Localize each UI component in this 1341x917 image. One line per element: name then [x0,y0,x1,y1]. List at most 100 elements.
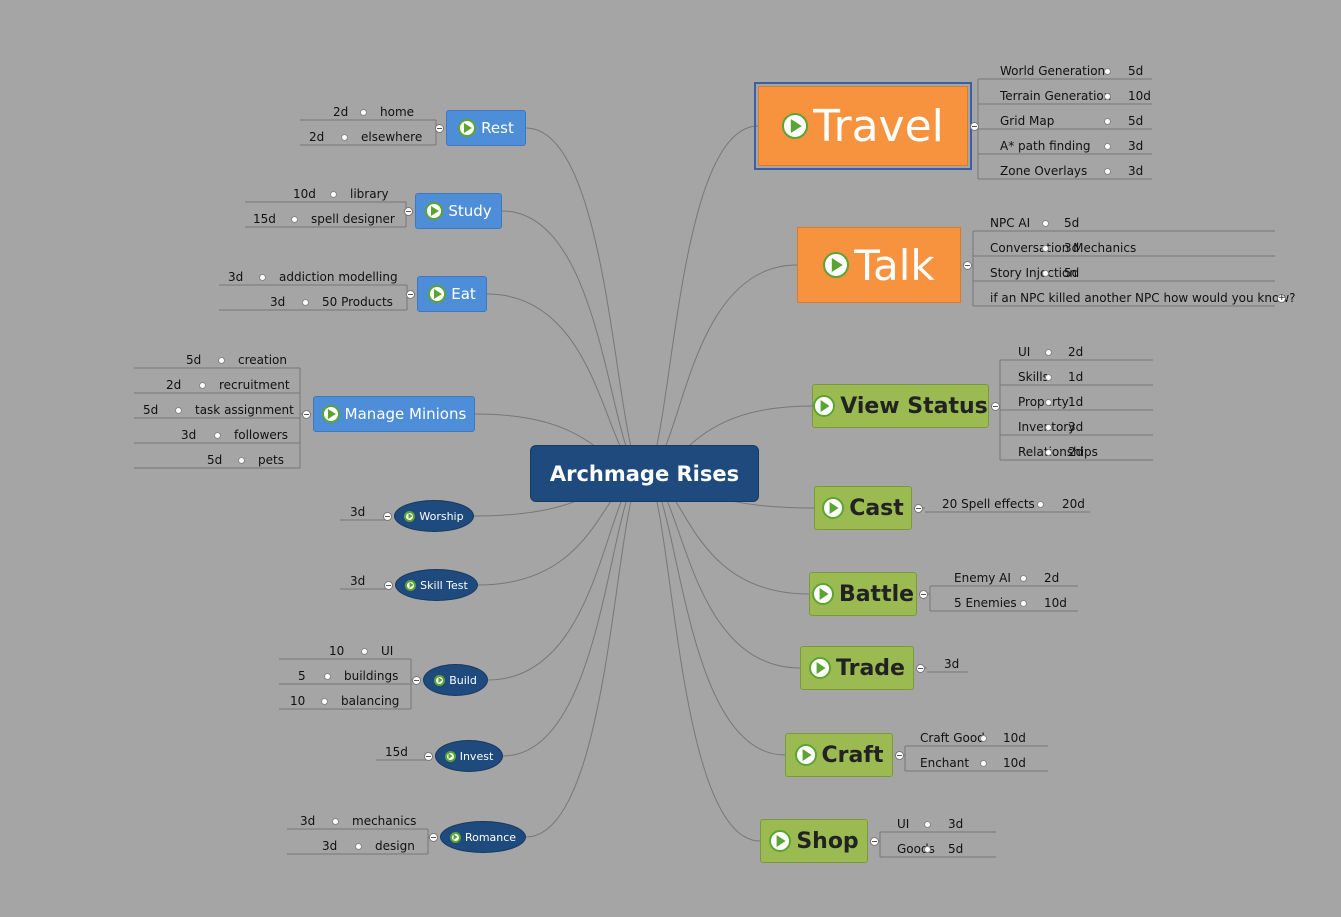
child-cost: 3d [322,839,338,853]
child-cost: 3d [270,295,286,309]
child-cost: 3d [181,428,197,442]
branch-connector [643,125,759,474]
child-cost: 3d [228,270,244,284]
play-icon[interactable] [822,497,845,519]
child-text: addiction modelling [279,270,398,284]
child-cost: 2d [333,105,349,119]
child-cost: 1d [1068,370,1084,384]
marker-dot-icon [980,760,987,767]
collapse-toggle-icon[interactable] [424,752,433,761]
play-icon[interactable] [434,674,446,686]
play-icon[interactable] [458,119,477,137]
play-icon[interactable] [404,510,416,522]
child-text: Relationships [1018,445,1098,459]
topic-craft[interactable]: Craft [785,733,893,777]
topic-label: Build [449,673,477,687]
play-icon[interactable] [823,252,850,278]
marker-dot-icon [259,274,266,281]
collapse-toggle-icon[interactable] [916,664,925,673]
topic-cast[interactable]: Cast [814,486,912,530]
collapse-toggle-icon[interactable] [991,402,1000,411]
collapse-toggle-icon[interactable] [963,261,972,270]
collapse-toggle-icon[interactable] [435,124,444,133]
branch-connector [502,472,645,757]
collapse-toggle-icon[interactable] [383,512,392,521]
collapse-toggle-icon[interactable] [970,122,979,131]
collapse-toggle-icon[interactable] [404,207,413,216]
branch-connector [643,264,798,474]
expand-plus-icon[interactable]: + [1277,293,1286,303]
child-cost: 10 [290,694,306,708]
child-cost: 1d [1068,395,1084,409]
marker-dot-icon [341,134,348,141]
child-cost: 10d [1128,89,1151,103]
play-icon[interactable] [809,657,832,679]
collapse-toggle-icon[interactable] [406,290,415,299]
play-icon[interactable] [449,831,461,843]
topic-travel[interactable]: Travel [754,82,972,170]
topic-shop[interactable]: Shop [760,819,868,863]
play-icon[interactable] [782,113,809,139]
play-icon[interactable] [794,744,817,766]
branch-connector [643,472,761,842]
topic-label: Trade [836,655,905,681]
collapse-toggle-icon[interactable] [302,410,311,419]
topic-rest[interactable]: Rest [446,110,526,146]
topic-trade[interactable]: Trade [800,646,914,690]
marker-dot-icon [214,432,221,439]
topic-build[interactable]: Build [423,664,488,696]
collapse-toggle-icon[interactable] [895,751,904,760]
topic-romance[interactable]: Romance [440,821,526,853]
marker-dot-icon [1104,168,1111,175]
child-text: design [375,839,415,853]
topic-label: Cast [849,495,904,521]
play-icon[interactable] [811,583,834,605]
collapse-toggle-icon[interactable] [870,837,879,846]
topic-eat[interactable]: Eat [417,276,487,312]
topic-label: Skill Test [420,578,468,592]
collapse-toggle-icon[interactable] [919,590,928,599]
topic-label: Travel [813,100,944,152]
marker-dot-icon [361,648,368,655]
collapse-toggle-icon[interactable] [412,676,421,685]
play-icon[interactable] [321,405,340,423]
child-text: Terrain Generation [1000,89,1112,103]
play-icon[interactable] [425,202,444,220]
topic-talk[interactable]: Talk [797,227,961,303]
topic-worship[interactable]: Worship [394,500,474,532]
topic-invest[interactable]: Invest [435,740,503,772]
child-cost: 3d [350,505,366,519]
collapse-toggle-icon[interactable] [429,833,438,842]
marker-dot-icon [1104,68,1111,75]
child-text: Story Injection [990,266,1077,280]
child-text: creation [238,353,287,367]
play-icon[interactable] [769,830,792,852]
marker-dot-icon [1042,220,1049,227]
child-text: followers [234,428,288,442]
child-cost: 10 [329,644,345,658]
child-cost: 15d [385,745,408,759]
topic-label: Battle [838,581,915,607]
child-text: library [350,187,389,201]
topic-view-status[interactable]: View Status [812,384,989,428]
topic-label: View Status [840,393,988,419]
topic-skill-test[interactable]: Skill Test [395,569,478,601]
play-icon[interactable] [428,285,447,303]
play-icon[interactable] [444,750,456,762]
marker-dot-icon [199,382,206,389]
topic-battle[interactable]: Battle [809,572,917,616]
topic-study[interactable]: Study [415,193,502,229]
child-cost: 5d [1064,216,1080,230]
marker-dot-icon [302,299,309,306]
collapse-toggle-icon[interactable] [914,504,923,513]
child-cost: 10d [1003,731,1026,745]
play-icon[interactable] [405,579,417,591]
collapse-toggle-icon[interactable] [384,581,393,590]
child-text: balancing [341,694,400,708]
play-icon[interactable] [813,395,836,417]
central-topic[interactable]: Archmage Rises [530,445,759,502]
topic-label: Shop [796,828,859,854]
topic-manage-minions[interactable]: Manage Minions [313,396,475,432]
child-text: buildings [344,669,399,683]
